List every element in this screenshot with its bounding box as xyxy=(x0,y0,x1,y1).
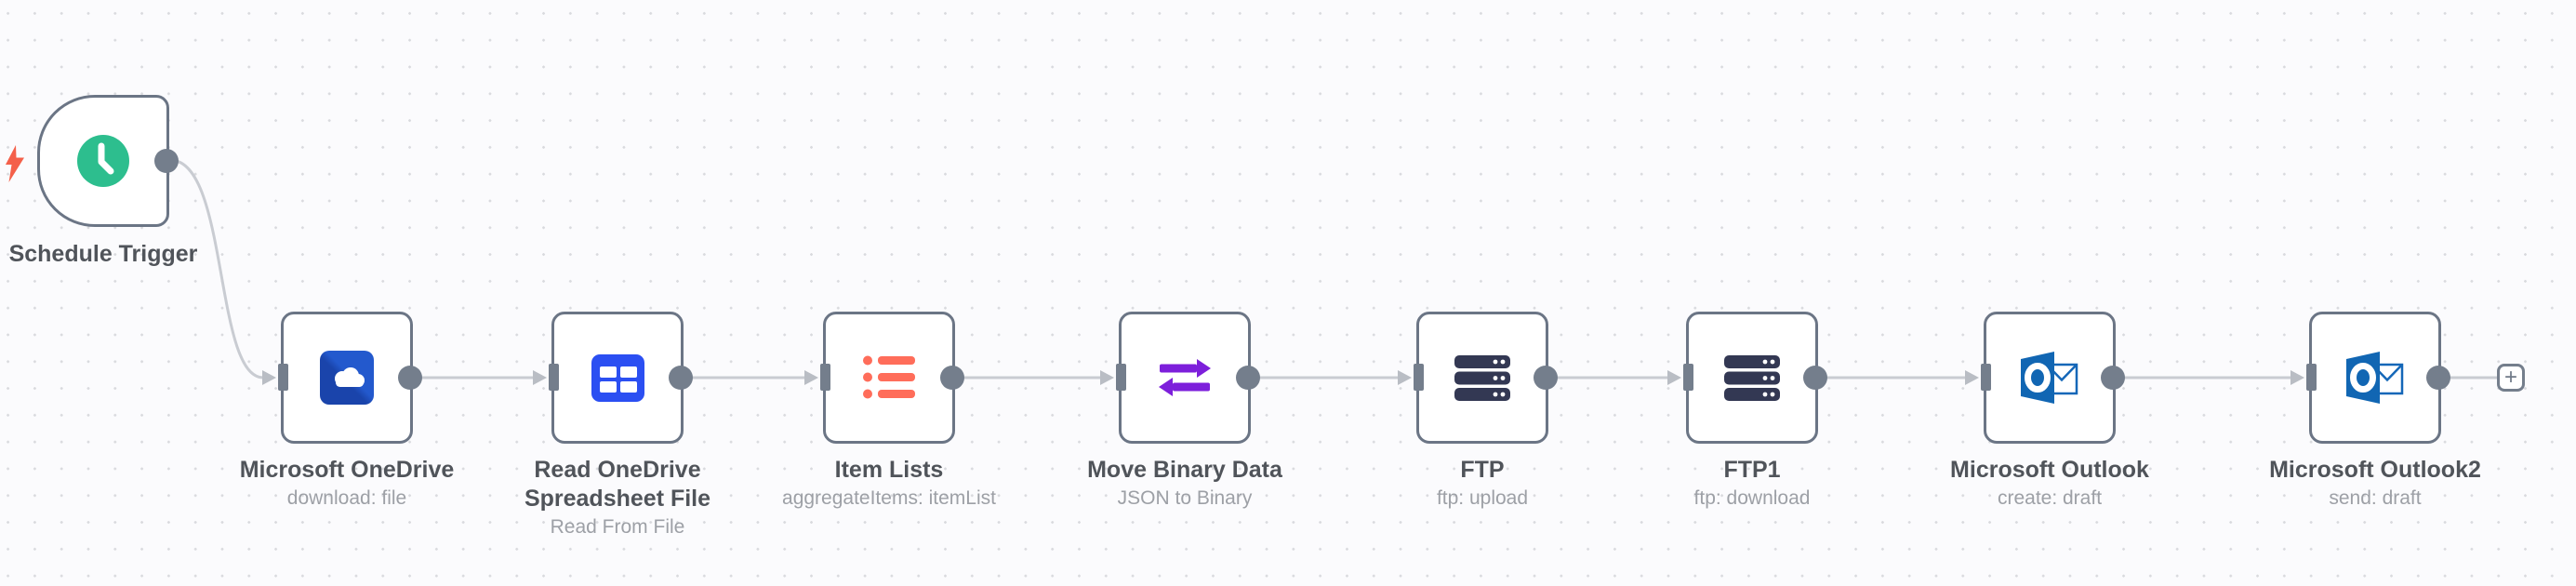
server-stack-icon xyxy=(1724,354,1780,401)
arrowhead-icon xyxy=(262,370,276,385)
input-port[interactable] xyxy=(278,364,288,391)
arrowhead-icon xyxy=(533,370,547,385)
node-microsoft-outlook2[interactable] xyxy=(2306,312,2450,444)
outlook-icon xyxy=(2346,352,2404,404)
arrowhead-icon xyxy=(2291,370,2304,385)
node-subtitle: ftp: upload xyxy=(1436,487,1529,509)
node-read-onedrive-spreadsheet-file[interactable] xyxy=(549,312,693,444)
input-port[interactable] xyxy=(2306,364,2317,391)
node-ftp[interactable] xyxy=(1414,312,1558,444)
output-port[interactable] xyxy=(940,366,964,390)
node-schedule-trigger[interactable] xyxy=(37,95,179,227)
server-stack-icon xyxy=(1454,354,1510,401)
output-port[interactable] xyxy=(669,366,693,390)
node-item-lists[interactable] xyxy=(820,312,964,444)
node-subtitle: send: draft xyxy=(2329,487,2422,509)
node-subtitle: create: draft xyxy=(1997,487,2103,509)
bullet-list-icon xyxy=(863,355,915,399)
input-port[interactable] xyxy=(1116,364,1126,391)
output-port[interactable] xyxy=(398,366,422,390)
arrowhead-icon xyxy=(1667,370,1681,385)
node-title: Move Binary Data xyxy=(1087,457,1282,483)
add-node-button[interactable]: + xyxy=(2497,364,2525,392)
transfer-arrows-icon xyxy=(1159,359,1211,396)
outlook-icon xyxy=(2021,352,2078,404)
input-port[interactable] xyxy=(549,364,559,391)
output-port[interactable] xyxy=(1534,366,1558,390)
plus-icon: + xyxy=(2503,365,2517,390)
node-microsoft-onedrive[interactable] xyxy=(278,312,422,444)
node-microsoft-outlook[interactable] xyxy=(1981,312,2125,444)
node-title: Schedule Trigger xyxy=(8,241,198,267)
output-port[interactable] xyxy=(2426,366,2450,390)
output-port[interactable] xyxy=(2101,366,2125,390)
lightning-bolt-icon xyxy=(6,145,24,182)
node-subtitle: aggregateItems: itemList xyxy=(782,487,996,509)
arrowhead-icon xyxy=(1965,370,1979,385)
output-port[interactable] xyxy=(154,149,179,173)
onedrive-cloud-icon xyxy=(320,351,374,405)
output-port[interactable] xyxy=(1803,366,1827,390)
node-title: Microsoft Outlook2 xyxy=(2269,457,2481,483)
input-port[interactable] xyxy=(1414,364,1424,391)
connection-trigger-onedrive[interactable] xyxy=(169,158,264,380)
node-title: Item Lists xyxy=(834,457,944,483)
node-subtitle: download: file xyxy=(286,487,407,509)
arrowhead-icon xyxy=(1398,370,1412,385)
node-subtitle: JSON to Binary xyxy=(1117,487,1253,509)
spreadsheet-table-icon xyxy=(591,353,644,402)
arrowhead-icon xyxy=(804,370,818,385)
output-port[interactable] xyxy=(1236,366,1260,390)
node-title: FTP1 xyxy=(1723,457,1781,483)
input-port[interactable] xyxy=(1981,364,1991,391)
node-title: Microsoft Outlook xyxy=(1950,457,2149,483)
input-port[interactable] xyxy=(820,364,830,391)
node-subtitle: ftp: download xyxy=(1693,487,1811,509)
clock-icon xyxy=(77,135,129,187)
node-title: Microsoft OneDrive xyxy=(239,457,455,483)
node-ftp1[interactable] xyxy=(1683,312,1827,444)
node-subtitle: Read From File xyxy=(550,516,685,538)
node-title: Read OneDrive Spreadsheet File xyxy=(524,457,711,512)
input-port[interactable] xyxy=(1683,364,1693,391)
node-move-binary-data[interactable] xyxy=(1116,312,1260,444)
node-title: FTP xyxy=(1460,457,1505,483)
arrowhead-icon xyxy=(1100,370,1114,385)
